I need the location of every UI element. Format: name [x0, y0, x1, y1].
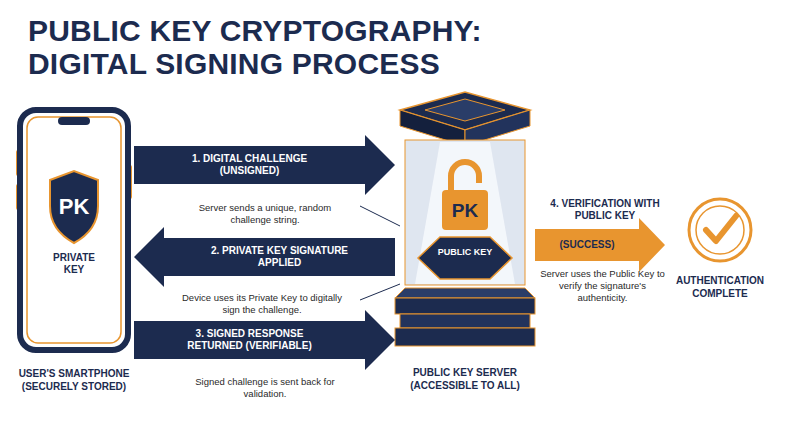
decor-line	[360, 206, 400, 226]
flow-arrow	[134, 227, 395, 287]
smartphone: PK PRIVATE KEY USER'S SMARTPHONE (SECURELY…	[14, 110, 134, 396]
arrow-label: 2. PRIVATE KEY SIGNATURE APPLIED	[205, 245, 355, 269]
phone-body	[20, 110, 128, 350]
step-description: Server sends a unique, random challenge …	[185, 202, 345, 226]
status-caption: AUTHENTICATION COMPLETE	[665, 275, 775, 300]
server-caption: PUBLIC KEY SERVER (ACCESSIBLE TO ALL)	[395, 367, 535, 392]
logo-text: PK	[44, 196, 104, 218]
key-server: PK PUBLIC KEY PUBLIC KEY SERVER (ACCESSIBL…	[395, 85, 535, 395]
server-base	[395, 298, 535, 314]
auth-badge: AUTHENTICATION COMPLETE	[665, 195, 775, 305]
flow-arrow	[134, 135, 395, 195]
key-label: PRIVATE KEY	[44, 252, 104, 276]
phone-notch	[58, 117, 90, 125]
flow-arrow	[134, 310, 395, 370]
check-badge	[696, 206, 744, 254]
diagram-title: PUBLIC KEY CRYPTOGRAPHY: DIGITAL SIGNING…	[28, 14, 568, 80]
step-description: Signed challenge is sent back for valida…	[185, 376, 345, 400]
step-heading: 4. VERIFICATION WITH PUBLIC KEY	[540, 198, 670, 222]
device-caption: USER'S SMARTPHONE (SECURELY STORED)	[14, 368, 134, 393]
server-base	[395, 328, 535, 346]
arrow-label: 3. SIGNED RESPONSE RETURNED (VERIFIABLE)	[175, 328, 325, 352]
server-base	[395, 288, 535, 298]
decor-line	[360, 284, 400, 300]
check-badge	[689, 199, 751, 261]
lock-shackle	[451, 162, 479, 191]
server-lid	[425, 99, 505, 121]
arrow-label: 1. DIGITAL CHALLENGE (UNSIGNED)	[175, 153, 325, 177]
key-label: PUBLIC KEY	[435, 247, 495, 258]
key-tile	[418, 237, 512, 279]
step-description: Server uses the Public Key to verify the…	[540, 268, 665, 304]
check-mark	[706, 216, 736, 241]
flow-arrow	[535, 218, 665, 272]
server-glass	[405, 140, 525, 285]
arrow-label: (SUCCESS)	[542, 239, 632, 251]
server-base	[400, 314, 530, 328]
phone-screen	[27, 117, 121, 343]
logo-text: PK	[440, 201, 490, 220]
light-beam	[415, 142, 515, 284]
step-description: Device uses its Private Key to digitally…	[177, 292, 347, 316]
